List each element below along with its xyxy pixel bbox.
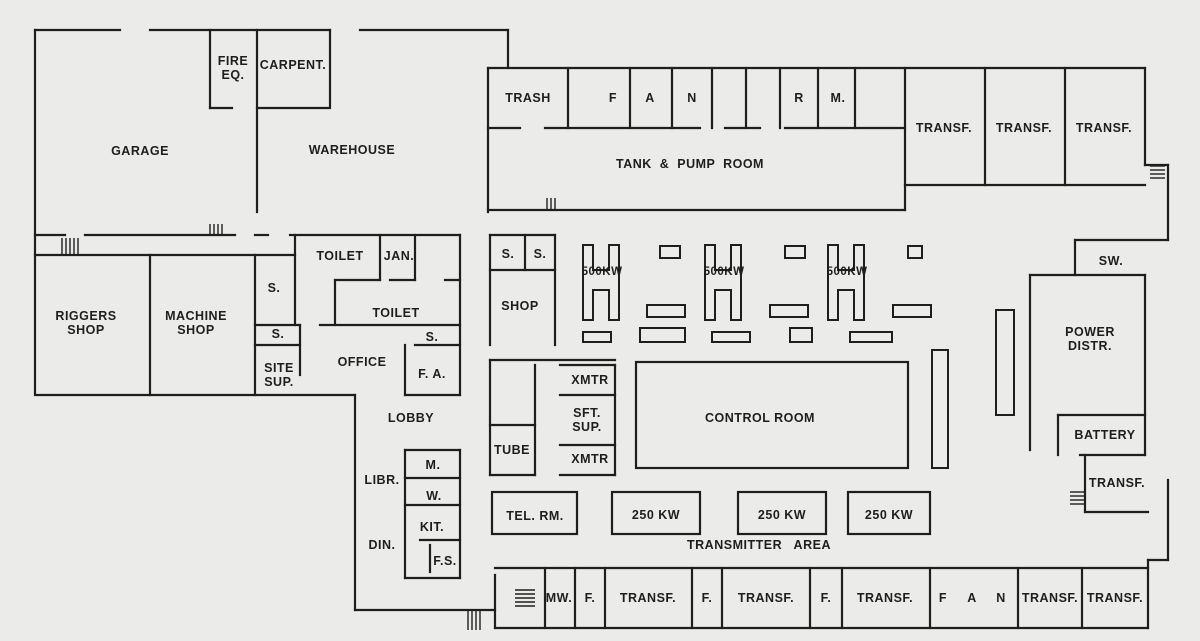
room-dining: DIN. <box>368 538 396 552</box>
room-mens: M. <box>425 458 441 472</box>
stairs <box>61 165 1165 630</box>
room-battery: BATTERY <box>1074 428 1136 442</box>
room-transformer-top-3: TRANSF. <box>1075 121 1133 135</box>
room-site-supervisor: SITE SUP. <box>264 361 294 389</box>
room-storage-a: S. <box>267 281 281 295</box>
fan-room-letter-m: M. <box>830 91 846 105</box>
transmitter-250kw-3: 250 KW <box>864 508 914 522</box>
room-food-storage: F.S. <box>433 554 457 568</box>
room-telephone: TEL. RM. <box>506 509 564 523</box>
bottom-fan-letter-f: F <box>938 591 948 605</box>
room-janitor: JAN. <box>383 249 415 263</box>
room-warehouse: WAREHOUSE <box>308 143 396 157</box>
room-first-aid: F. A. <box>418 367 446 381</box>
room-transmitter-1: XMTR <box>571 373 609 387</box>
room-transformer-top-2: TRANSF. <box>995 121 1053 135</box>
room-control: CONTROL ROOM <box>705 411 815 425</box>
room-shop-storage-1: S. <box>501 247 515 261</box>
room-shift-supervisor: SFT. SUP. <box>572 406 602 434</box>
room-transformer-top-1: TRANSF. <box>915 121 973 135</box>
room-power-distribution: POWER DISTR. <box>1065 325 1115 353</box>
generator-500kw-2: 500KW <box>703 266 745 278</box>
fan-room-letter-r: R <box>794 91 804 105</box>
room-shop: SHOP <box>501 299 539 313</box>
room-toilet-lower: TOILET <box>372 306 420 320</box>
room-womens: W. <box>426 489 442 503</box>
room-library: LIBR. <box>364 473 400 487</box>
room-transformer-right: TRANSF. <box>1088 476 1146 490</box>
bottom-fan-letter-a: A <box>967 591 977 605</box>
room-tube: TUBE <box>493 443 531 457</box>
room-bottom-mw: MW. <box>545 591 573 605</box>
fan-room-letter-n: N <box>687 91 697 105</box>
room-riggers-shop: RIGGERS SHOP <box>55 309 117 337</box>
bottom-fan-letter-n: N <box>996 591 1006 605</box>
room-trash: TRASH <box>505 91 551 105</box>
room-machine-shop: MACHINE SHOP <box>165 309 227 337</box>
room-lobby: LOBBY <box>387 411 435 425</box>
room-storage-b: S. <box>271 327 285 341</box>
room-transmitter-2: XMTR <box>571 452 609 466</box>
room-bottom-transformer-3: TRANSF. <box>856 591 914 605</box>
transmitter-250kw-1: 250 KW <box>631 508 681 522</box>
room-shop-storage-2: S. <box>533 247 547 261</box>
room-switch: SW. <box>1098 254 1124 268</box>
fan-room-letter-a: A <box>645 91 655 105</box>
room-office: OFFICE <box>337 355 387 369</box>
room-fire-equipment: FIRE EQ. <box>217 54 249 82</box>
walls <box>33 28 1170 630</box>
fan-room-letter-f: F <box>608 91 618 105</box>
generators <box>582 244 1015 469</box>
room-tank-pump: TANK & PUMP ROOM <box>616 157 764 171</box>
room-bottom-transformer-2: TRANSF. <box>737 591 795 605</box>
room-garage: GARAGE <box>111 144 169 158</box>
transmitter-250kw-2: 250 KW <box>757 508 807 522</box>
room-carpentry: CARPENT. <box>259 58 327 72</box>
room-bottom-f-3: F. <box>820 591 832 605</box>
generator-500kw-3: 500KW <box>826 266 868 278</box>
room-toilet-upper: TOILET <box>316 249 364 263</box>
room-storage-c: S. <box>425 330 439 344</box>
generator-500kw-1: 500KW <box>581 266 623 278</box>
room-bottom-transformer-5: TRANSF. <box>1086 591 1144 605</box>
label-transmitter-area: TRANSMITTER AREA <box>687 538 831 552</box>
room-kitchen: KIT. <box>419 520 445 534</box>
room-bottom-f-2: F. <box>701 591 713 605</box>
room-bottom-f-1: F. <box>584 591 596 605</box>
room-bottom-transformer-4: TRANSF. <box>1021 591 1079 605</box>
room-bottom-transformer-1: TRANSF. <box>619 591 677 605</box>
